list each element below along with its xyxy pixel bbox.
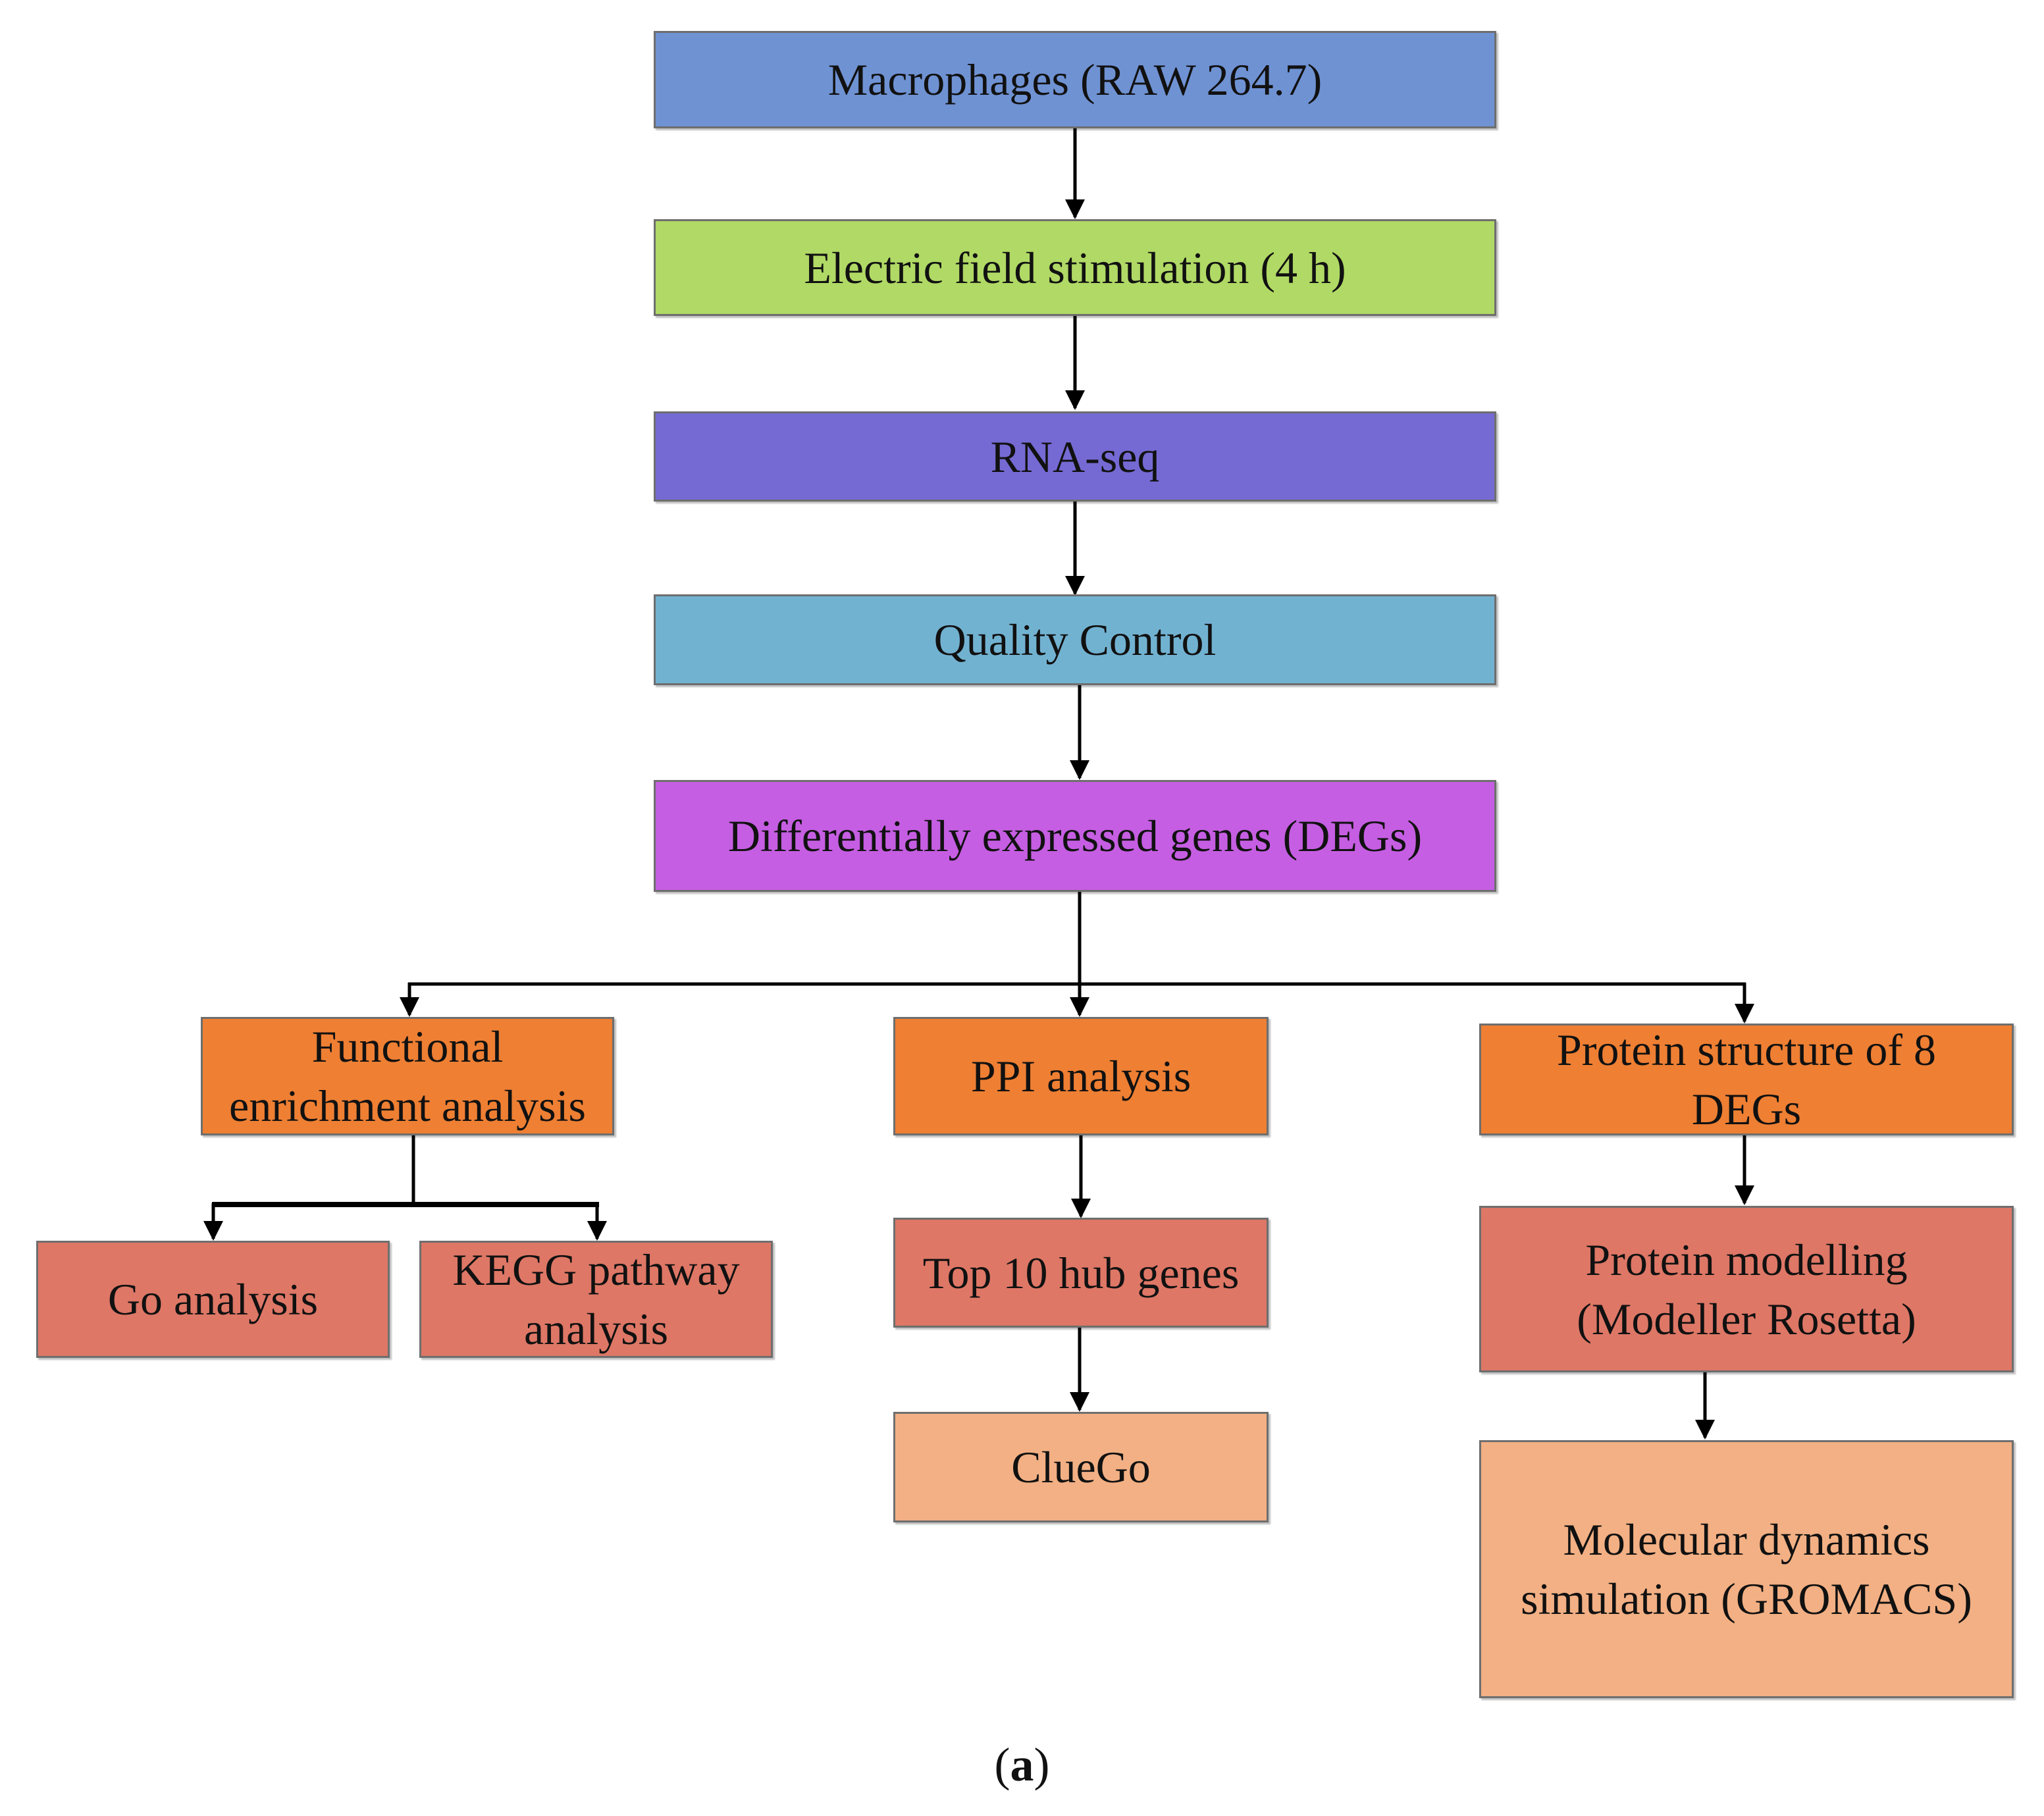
node-qc-label: Quality Control bbox=[933, 615, 1217, 665]
node-functional-enrichment: Functional enrichment analysis bbox=[201, 1017, 614, 1135]
node-cluego-label: ClueGo bbox=[1011, 1442, 1151, 1492]
node-modelling-label-2: (Modeller Rosetta) bbox=[1577, 1293, 1916, 1344]
node-kegg-label-2: analysis bbox=[523, 1304, 669, 1354]
node-modelling-label-1: Protein modelling bbox=[1585, 1234, 1908, 1285]
figure-caption: (a) bbox=[0, 1738, 2044, 1792]
node-macrophages: Macrophages (RAW 264.7) bbox=[654, 31, 1496, 128]
node-top-hub-genes: Top 10 hub genes bbox=[893, 1218, 1269, 1328]
node-kegg-pathway: KEGG pathway analysis bbox=[419, 1241, 773, 1358]
node-kegg-label-1: KEGG pathway bbox=[452, 1245, 740, 1295]
node-degs: Differentially expressed genes (DEGs) bbox=[654, 780, 1496, 892]
node-molecular-dynamics: Molecular dynamics simulation (GROMACS) bbox=[1479, 1440, 2014, 1698]
node-degs-label: Differentially expressed genes (DEGs) bbox=[727, 811, 1423, 861]
node-rna-seq: RNA-seq bbox=[654, 411, 1496, 502]
caption-close: ) bbox=[1034, 1738, 1050, 1791]
caption-open: ( bbox=[994, 1738, 1010, 1791]
node-go-label: Go analysis bbox=[107, 1274, 319, 1324]
node-md-label-1: Molecular dynamics bbox=[1563, 1515, 1930, 1565]
node-electric-field-stimulation: Electric field stimulation (4 h) bbox=[654, 219, 1496, 316]
node-protein-modelling: Protein modelling (Modeller Rosetta) bbox=[1479, 1206, 2014, 1372]
node-quality-control: Quality Control bbox=[654, 594, 1496, 685]
node-functional-label-1: Functional bbox=[311, 1022, 504, 1072]
node-macrophages-label: Macrophages (RAW 264.7) bbox=[827, 55, 1323, 105]
node-stimulation-label: Electric field stimulation (4 h) bbox=[804, 242, 1346, 293]
node-go-analysis: Go analysis bbox=[36, 1241, 390, 1358]
node-protein-structure: Protein structure of 8 DEGs bbox=[1479, 1024, 2014, 1135]
node-md-label-2: simulation (GROMACS) bbox=[1521, 1574, 1972, 1624]
node-cluego: ClueGo bbox=[893, 1412, 1269, 1522]
node-protein-structure-label-1: Protein structure of 8 bbox=[1557, 1025, 1936, 1075]
caption-label: a bbox=[1010, 1738, 1034, 1791]
node-rnaseq-label: RNA-seq bbox=[990, 431, 1160, 482]
node-ppi-label: PPI analysis bbox=[970, 1051, 1192, 1101]
node-protein-structure-label-2: DEGs bbox=[1691, 1084, 1802, 1134]
node-hub-label: Top 10 hub genes bbox=[922, 1247, 1240, 1298]
node-ppi-analysis: PPI analysis bbox=[893, 1017, 1269, 1135]
node-functional-label-2: enrichment analysis bbox=[229, 1081, 586, 1131]
